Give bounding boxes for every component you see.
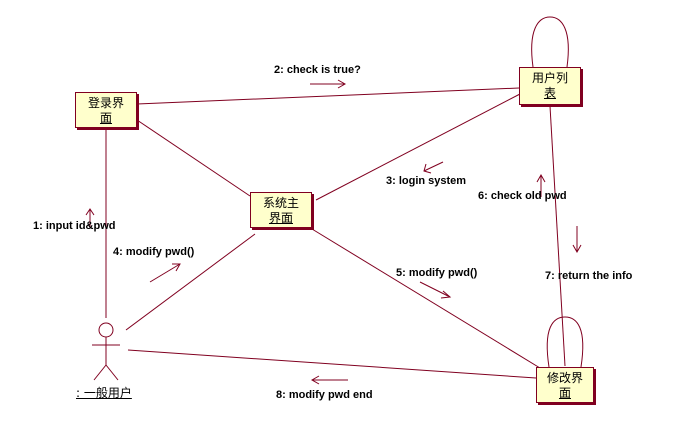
- object-user-list[interactable]: 用户列 表: [519, 67, 581, 105]
- actor-label: : 一般用户: [76, 386, 132, 400]
- arrow-m8: [310, 375, 348, 385]
- object-userlist-line2: 表: [543, 86, 556, 100]
- actor-figure: [92, 322, 120, 381]
- object-login-screen[interactable]: 登录界 面: [75, 92, 137, 128]
- arrow-m2: [310, 79, 347, 89]
- link-actor-modify: [127, 349, 537, 379]
- object-modify-line2: 面: [558, 386, 571, 400]
- message-2-label: 2: check is true?: [274, 64, 361, 76]
- link-userlist-modify: [549, 105, 566, 367]
- self-loop-userlist: [531, 16, 569, 68]
- link-userlist-system: [315, 93, 521, 201]
- arrow-m6: [536, 173, 546, 197]
- link-login-system: [136, 119, 251, 197]
- object-userlist-line1: 用户列: [531, 71, 568, 85]
- message-1-label: 1: input id&pwd: [33, 220, 116, 232]
- message-3-label: 3: login system: [386, 175, 467, 187]
- object-modify-line1: 修改界: [546, 371, 583, 385]
- arrow-m1: [85, 208, 95, 228]
- link-actor-system: [125, 233, 256, 331]
- object-system-line2: 界面: [268, 211, 293, 225]
- object-login-line1: 登录界: [87, 96, 124, 110]
- message-4-label: 4: modify pwd(): [113, 246, 195, 258]
- arrow-m3: [423, 161, 444, 174]
- link-system-modify: [311, 228, 541, 369]
- arrow-m5: [419, 281, 452, 299]
- self-loop-modify: [546, 316, 584, 368]
- message-5-label: 5: modify pwd(): [396, 267, 478, 279]
- object-login-line2: 面: [99, 111, 112, 125]
- link-login-userlist: [136, 87, 520, 105]
- message-8-label: 8: modify pwd end: [276, 389, 373, 401]
- message-6-label: 6: check old pwd: [478, 190, 567, 202]
- object-system-main[interactable]: 系统主 界面: [250, 192, 312, 228]
- message-7-label: 7: return the info: [545, 270, 633, 282]
- object-modify-screen[interactable]: 修改界 面: [536, 367, 594, 403]
- arrow-m4: [149, 263, 181, 283]
- arrow-m7: [572, 226, 582, 254]
- object-system-line1: 系统主: [262, 196, 299, 210]
